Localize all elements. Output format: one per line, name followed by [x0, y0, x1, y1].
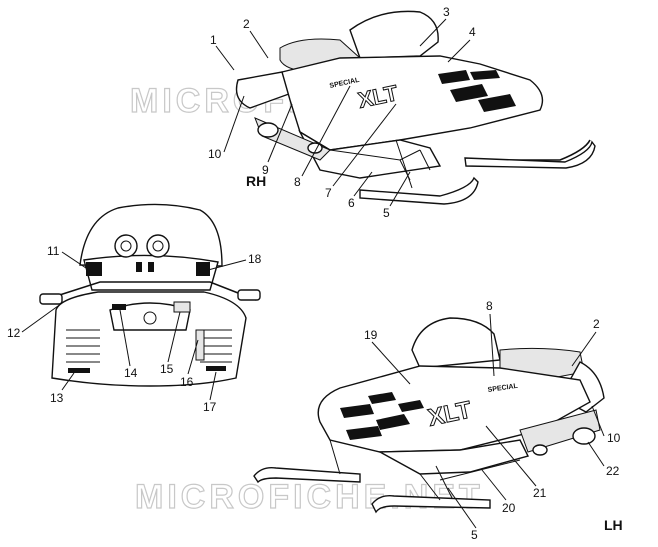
callout-2: 2 — [243, 17, 250, 31]
callout-14: 14 — [124, 366, 138, 380]
lh-special-decal: SPECIAL — [487, 383, 519, 394]
callout-18: 18 — [248, 252, 262, 266]
callout-3: 3 — [443, 5, 450, 19]
callout-8-lh: 8 — [486, 299, 493, 313]
callout-6: 6 — [348, 196, 355, 210]
callout-11: 11 — [47, 244, 60, 258]
callout-2-lh: 2 — [593, 317, 600, 331]
callout-10: 10 — [208, 147, 222, 161]
rh-snowmobile: XLT SPECIAL — [235, 10, 596, 205]
callout-1: 1 — [210, 33, 217, 47]
callout-9: 9 — [262, 163, 269, 177]
front-view-snowmobile — [39, 203, 261, 387]
callout-12: 12 — [7, 326, 21, 340]
callout-7: 7 — [325, 186, 332, 200]
front-callouts: 11 18 12 13 14 15 16 17 — [7, 244, 262, 414]
callout-16: 16 — [180, 375, 194, 389]
callout-20: 20 — [502, 501, 516, 515]
callout-5-lh: 5 — [471, 528, 478, 542]
lh-callouts: 19 8 2 10 22 21 20 5 — [364, 299, 621, 542]
callout-8: 8 — [294, 175, 301, 189]
lh-view-label: LH — [604, 517, 623, 533]
callout-21: 21 — [533, 486, 547, 500]
rh-callouts: 1 2 3 4 10 9 8 7 6 5 — [208, 5, 476, 220]
callout-15: 15 — [160, 362, 174, 376]
lh-snowmobile: XLT SPECIAL — [253, 317, 605, 514]
callout-19: 19 — [364, 328, 378, 342]
callout-22: 22 — [606, 464, 620, 478]
callout-13: 13 — [50, 391, 64, 405]
callout-5: 5 — [383, 206, 390, 220]
callout-17: 17 — [203, 400, 217, 414]
callout-10-lh: 10 — [607, 431, 621, 445]
rh-view-label: RH — [246, 173, 266, 189]
callout-4: 4 — [469, 25, 476, 39]
